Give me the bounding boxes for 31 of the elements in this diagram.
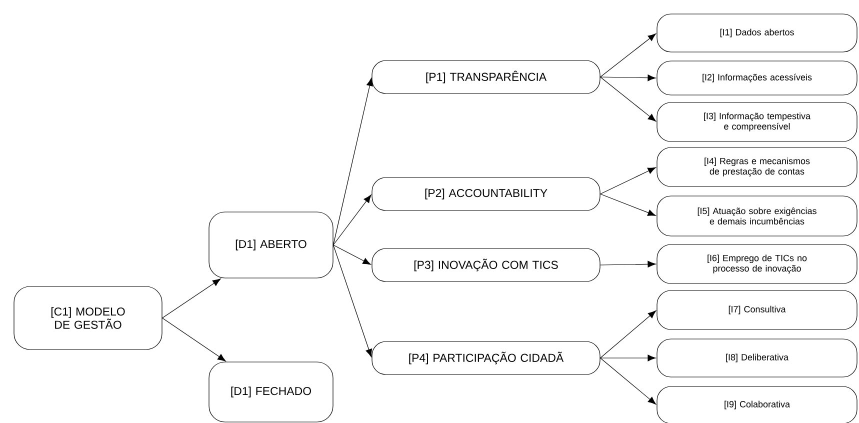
principle-box: [P1] TRANSPARÊNCIA (372, 60, 600, 94)
arrow (600, 74, 656, 82)
indicator-box: [I7] Consultiva (656, 290, 858, 330)
indicator-box: [I8] Deliberativa (656, 338, 858, 378)
arrow (600, 194, 656, 216)
arrow (333, 244, 371, 265)
dimension-box: [D1] ABERTO (208, 212, 334, 278)
arrow (333, 78, 373, 246)
indicator-box: [I2] Informações acessíveis (656, 60, 858, 96)
indicator-box: [I1] Dados abertos (656, 14, 858, 52)
principle-box: [P4] PARTICIPAÇÃO CIDADÃ (372, 341, 600, 375)
arrow (162, 278, 221, 318)
indicator-box: [I4] Regras e mecanismos de prestação de contas (656, 147, 858, 187)
principle-box: [P2] ACCOUNTABILITY (372, 177, 600, 211)
arrow (600, 310, 656, 358)
principle-box: [P3] INOVAÇÃO COM TICS (372, 248, 600, 282)
arrow (600, 354, 656, 362)
arrow (162, 318, 226, 362)
indicator-box: [I6] Emprego de TICs no processo de inovação (656, 244, 858, 284)
arrow (600, 33, 656, 78)
arrow (600, 358, 656, 405)
arrow (600, 167, 656, 194)
arrow (333, 244, 372, 358)
arrow (600, 76, 656, 122)
dimension-box: [D1] FECHADO (208, 362, 334, 422)
concept-box: [C1] MODELO DE GESTÃO (14, 286, 162, 350)
arrow (333, 194, 372, 246)
arrow (600, 260, 656, 268)
indicator-box: [I5] Atuação sobre exigências e demais incumbências (656, 196, 858, 236)
indicator-box: [I3] Informação tempestiva e compreensível (656, 102, 858, 142)
indicator-box: [I9] Colaborativa (656, 386, 858, 423)
